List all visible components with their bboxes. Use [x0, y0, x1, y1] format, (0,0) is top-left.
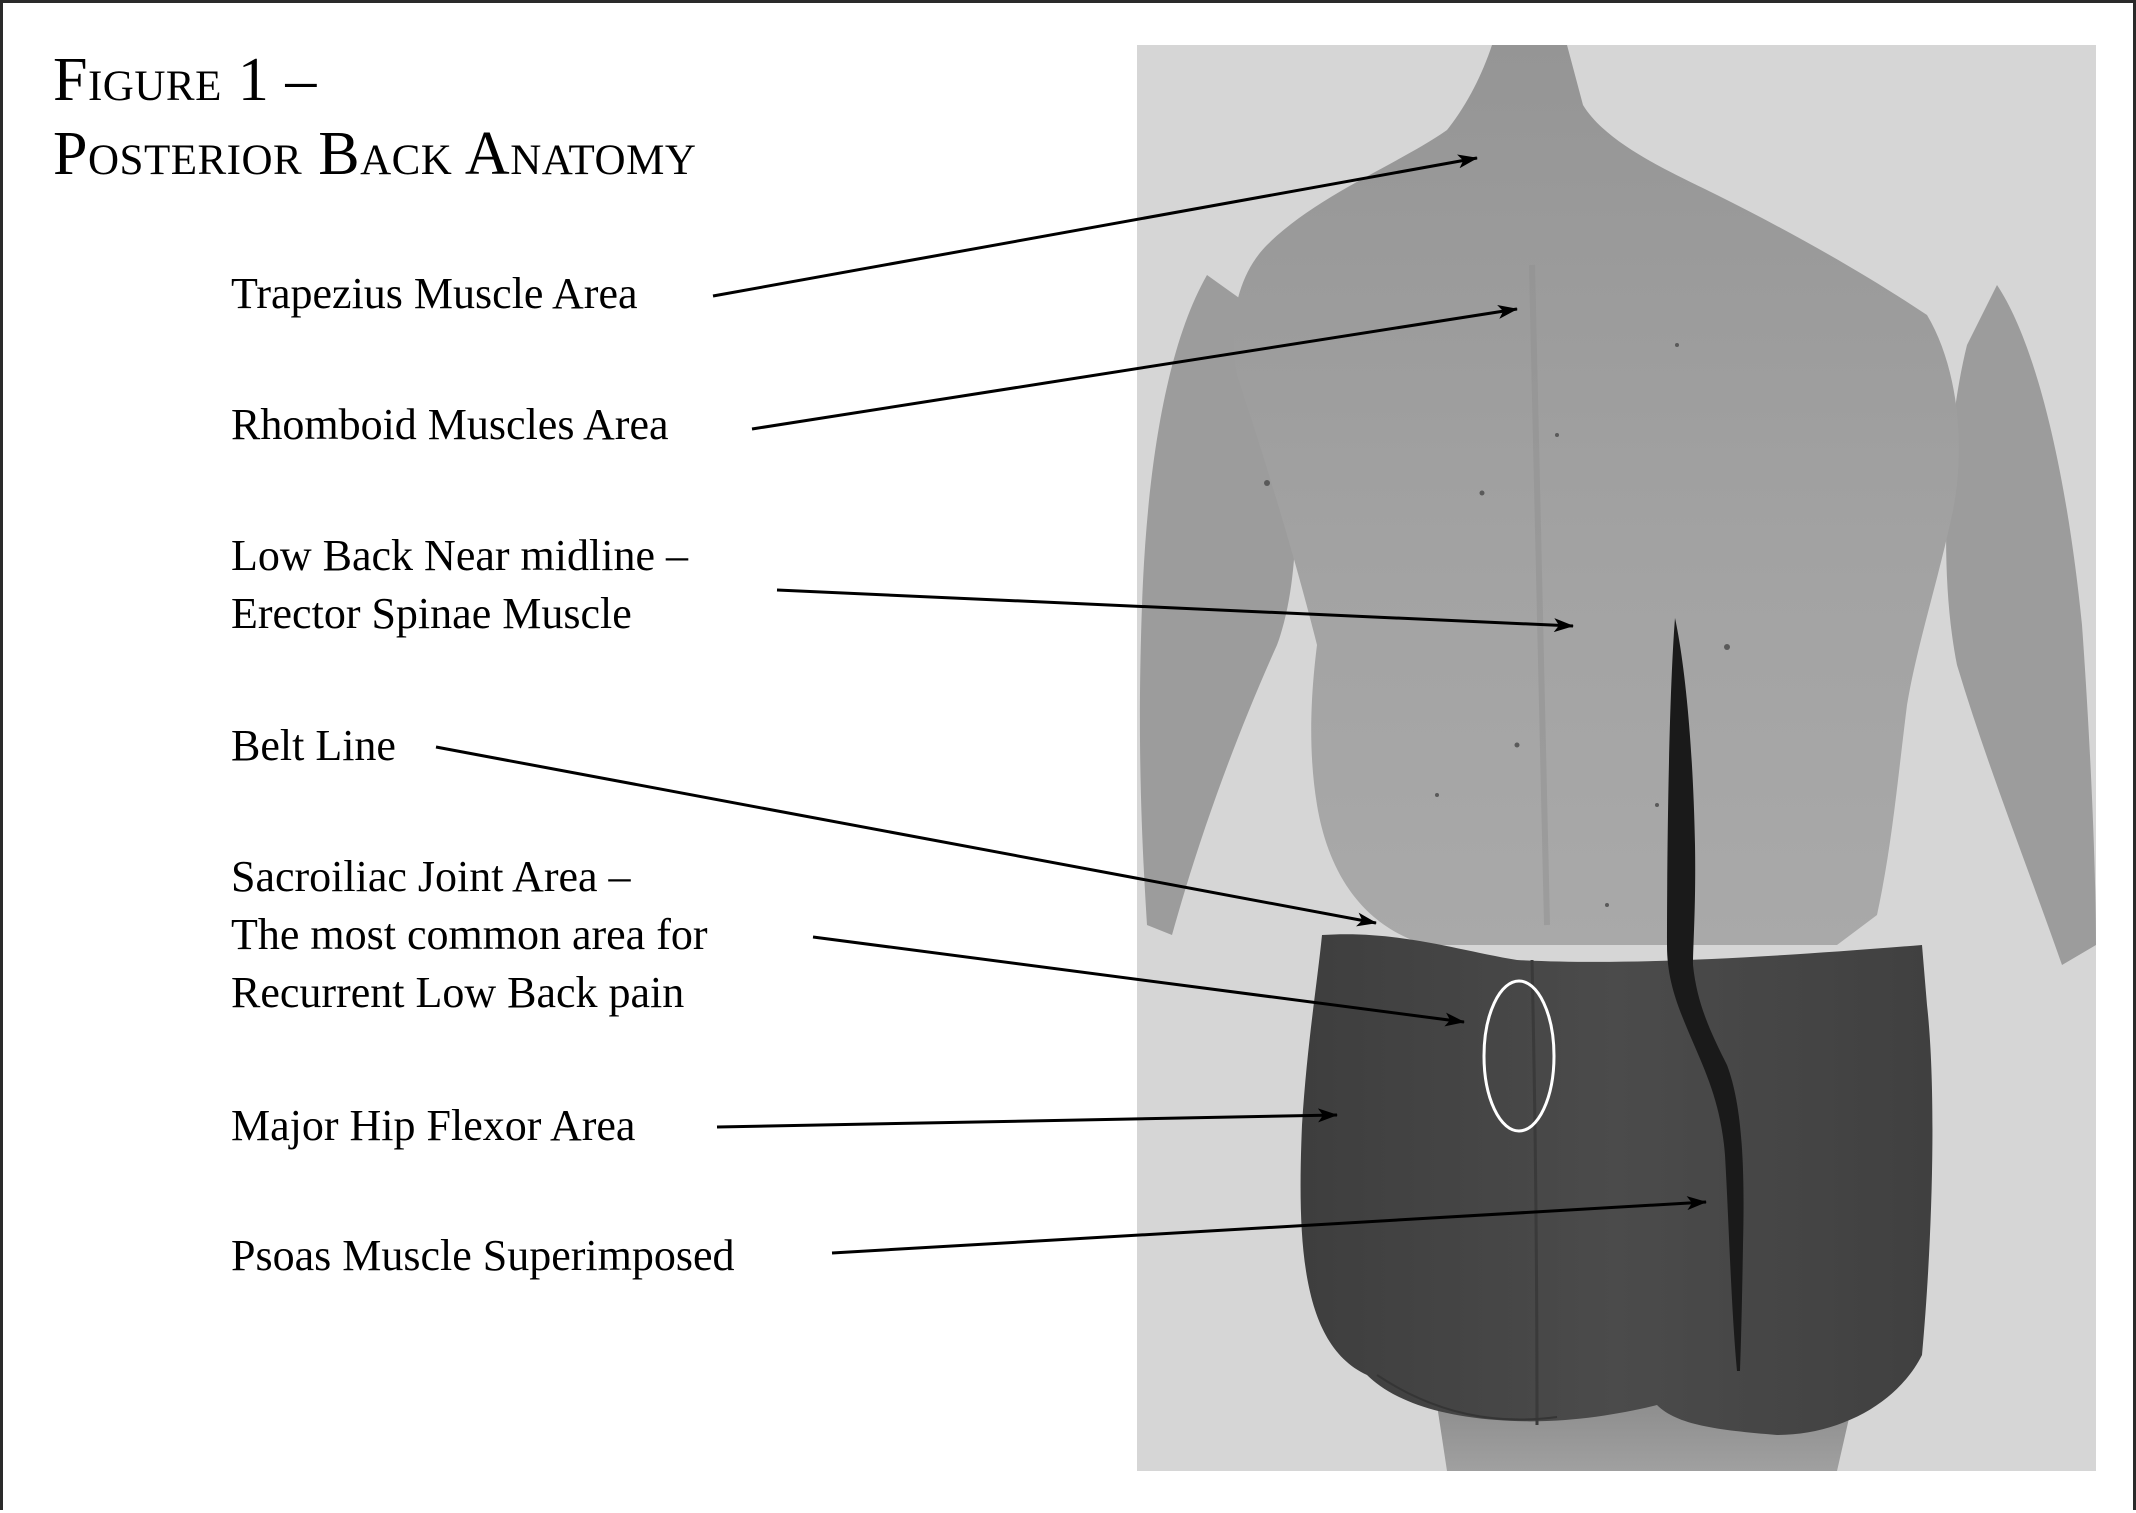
label-psoas: Psoas Muscle Superimposed — [231, 1227, 735, 1285]
label-belt-line1: Belt Line — [231, 721, 396, 770]
skin-spots — [1264, 343, 1730, 907]
psoas-muscle-overlay — [1667, 618, 1744, 1371]
label-sacroiliac: Sacroiliac Joint Area – The most common … — [231, 848, 708, 1022]
back-photo-illustration — [1139, 45, 2096, 1471]
figure-title-line1: Figure 1 – — [53, 46, 317, 114]
torso-shape — [1233, 45, 1959, 945]
spine-shading — [1529, 264, 1550, 926]
label-erector-spinae: Low Back Near midline – Erector Spinae M… — [231, 527, 688, 643]
figure-title-line2: Posterior Back Anatomy — [53, 120, 697, 188]
label-rhomboid: Rhomboid Muscles Area — [231, 396, 669, 454]
label-erector-line2: Erector Spinae Muscle — [231, 589, 632, 638]
right-arm-shape — [1946, 285, 2096, 965]
label-erector-line1: Low Back Near midline – — [231, 531, 688, 580]
label-rhomboid-line1: Rhomboid Muscles Area — [231, 400, 669, 449]
swim-shorts-shape — [1300, 934, 1933, 1435]
figure-title: Figure 1 – Posterior Back Anatomy — [53, 43, 696, 191]
sacroiliac-joint-ellipse — [1482, 979, 1556, 1133]
back-photograph — [1137, 45, 2096, 1471]
shorts-seam — [1530, 959, 1539, 1426]
label-sacroiliac-line1: Sacroiliac Joint Area – — [231, 852, 631, 901]
shorts-fold — [1376, 1374, 1558, 1421]
label-trapezius: Trapezius Muscle Area — [231, 265, 638, 323]
label-psoas-line1: Psoas Muscle Superimposed — [231, 1231, 735, 1280]
label-hip-flexor-line1: Major Hip Flexor Area — [231, 1101, 636, 1150]
label-hip-flexor: Major Hip Flexor Area — [231, 1097, 635, 1155]
label-trapezius-line1: Trapezius Muscle Area — [231, 269, 638, 318]
label-belt-line: Belt Line — [231, 717, 396, 775]
label-sacroiliac-line3: Recurrent Low Back pain — [231, 968, 685, 1017]
label-sacroiliac-line2: The most common area for — [231, 910, 708, 959]
